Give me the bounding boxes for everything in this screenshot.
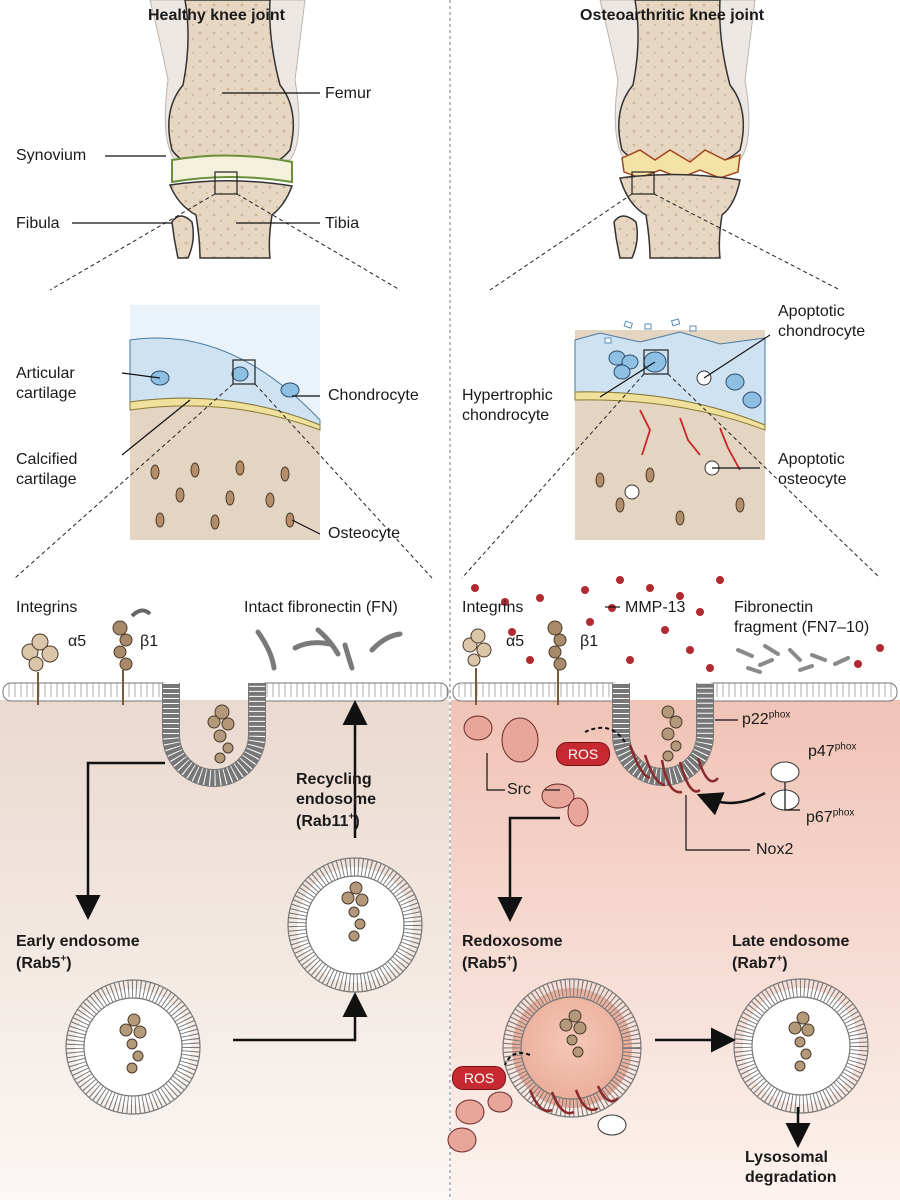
early-rab-plus: + bbox=[60, 953, 67, 965]
label-beta1-right: β1 bbox=[580, 633, 599, 650]
zoom-lines-top bbox=[49, 193, 841, 291]
ros-dashed-arrows bbox=[504, 726, 626, 1066]
late-endosome-vesicle bbox=[733, 978, 869, 1114]
label-late-endosome: Late endosome bbox=[732, 933, 850, 950]
label-redox-rab: (Rab5+) bbox=[462, 954, 518, 974]
integrin-beta1-right bbox=[547, 620, 567, 705]
label-recycling-endosome: Recycling endosome bbox=[296, 771, 377, 808]
label-tibia: Tibia bbox=[325, 215, 360, 232]
label-integrins-left: Integrins bbox=[16, 599, 78, 616]
integrin-alpha5-right bbox=[462, 628, 492, 705]
ros-badge-bottom: ROS bbox=[452, 1066, 506, 1090]
late-rab-plus: + bbox=[776, 953, 783, 965]
oa-knee-illustration bbox=[599, 0, 756, 259]
intact-fibronectin bbox=[255, 627, 403, 671]
label-redoxosome: Redoxosome bbox=[462, 933, 563, 950]
label-src: Src bbox=[507, 781, 531, 798]
label-late-rab: (Rab7+) bbox=[732, 954, 788, 974]
leader-lines bbox=[72, 92, 800, 851]
fibronectin-fragments bbox=[736, 644, 850, 674]
redox-rab-plus: + bbox=[506, 953, 513, 965]
label-beta1-left: β1 bbox=[140, 633, 159, 650]
label-nox2: Nox2 bbox=[756, 841, 794, 858]
mmp13-particles bbox=[471, 576, 884, 672]
label-apoptotic-osteocyte: Apoptotic osteocyte bbox=[778, 451, 847, 488]
zoom-lines-bottom bbox=[14, 373, 881, 579]
recycling-rab-plus: + bbox=[348, 811, 355, 823]
redox-rab-text: (Rab5 bbox=[462, 955, 507, 972]
label-calcified-cartilage: Calcified cartilage bbox=[16, 451, 78, 488]
p67-phox: phox bbox=[832, 807, 855, 819]
nox2-complex bbox=[628, 744, 719, 794]
title-healthy: Healthy knee joint bbox=[148, 7, 285, 24]
early-rab-close: ) bbox=[66, 955, 72, 972]
p47-text: p47 bbox=[808, 743, 835, 760]
integrin-internalizing-left bbox=[207, 704, 235, 764]
label-p22phox: p22phox bbox=[742, 710, 790, 730]
recycling-rab-close: ) bbox=[354, 813, 360, 830]
label-fibula: Fibula bbox=[16, 215, 60, 232]
label-mmp13: MMP-13 bbox=[625, 599, 686, 616]
membrane-oa bbox=[452, 682, 898, 786]
healthy-cartilage-tissue bbox=[129, 305, 321, 540]
membrane-healthy bbox=[2, 682, 449, 787]
label-chondrocyte: Chondrocyte bbox=[328, 387, 419, 404]
early-endosome-vesicle bbox=[65, 979, 201, 1115]
p22-phox: phox bbox=[768, 709, 791, 721]
pathway-arrows bbox=[75, 700, 811, 1148]
integrin-alpha5-left bbox=[21, 633, 59, 705]
label-recycling-rab: (Rab11+) bbox=[296, 812, 360, 832]
oa-cartilage-tissue bbox=[574, 318, 766, 540]
late-rab-close: ) bbox=[782, 955, 788, 972]
label-fn-fragment: Fibronectin fragment (FN7–10) bbox=[734, 599, 870, 636]
label-early-endosome: Early endosome bbox=[16, 933, 140, 950]
recycling-endosome-vesicle bbox=[287, 857, 423, 993]
label-p47phox: p47phox bbox=[808, 742, 856, 762]
integrin-beta1-left bbox=[112, 608, 152, 705]
integrin-internalizing-right bbox=[661, 705, 683, 762]
p47-phox: phox bbox=[834, 741, 857, 753]
label-integrins-right: Integrins bbox=[462, 599, 524, 616]
label-lysosomal-degradation: Lysosomal degradation bbox=[745, 1149, 837, 1186]
label-intact-fn: Intact fibronectin (FN) bbox=[244, 599, 398, 616]
ros-badge-top: ROS bbox=[556, 742, 610, 766]
p67-text: p67 bbox=[806, 809, 833, 826]
title-osteoarthritic: Osteoarthritic knee joint bbox=[580, 7, 765, 24]
src-kinase-bottom bbox=[447, 1091, 513, 1153]
redox-rab-close: ) bbox=[512, 955, 518, 972]
label-alpha5-left: α5 bbox=[68, 633, 87, 650]
label-hypertrophic-chondrocyte: Hypertrophic chondrocyte bbox=[462, 387, 553, 424]
recycling-rab-text: (Rab11 bbox=[296, 813, 349, 830]
early-rab-text: (Rab5 bbox=[16, 955, 61, 972]
healthy-knee-illustration bbox=[149, 0, 306, 259]
p22-text: p22 bbox=[742, 711, 769, 728]
label-osteocyte: Osteocyte bbox=[328, 525, 401, 542]
label-p67phox: p67phox bbox=[806, 808, 854, 828]
late-rab-text: (Rab7 bbox=[732, 955, 777, 972]
label-alpha5-right: α5 bbox=[506, 633, 525, 650]
label-articular-cartilage: Articular cartilage bbox=[16, 365, 77, 402]
label-femur: Femur bbox=[325, 85, 372, 102]
p47-subunit bbox=[770, 761, 800, 783]
redoxosome-vesicle bbox=[502, 978, 642, 1136]
label-apoptotic-chondrocyte: Apoptotic chondrocyte bbox=[778, 303, 866, 340]
label-synovium: Synovium bbox=[16, 147, 87, 164]
label-early-rab: (Rab5+) bbox=[16, 954, 72, 974]
